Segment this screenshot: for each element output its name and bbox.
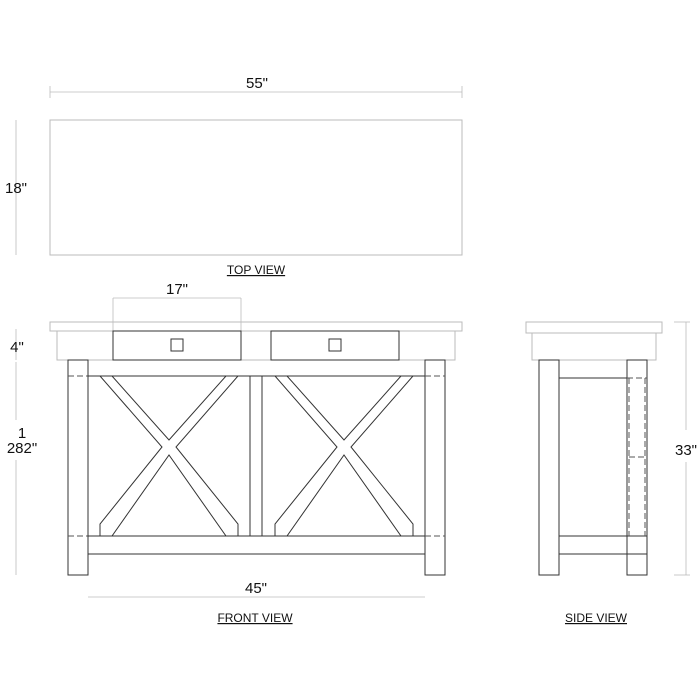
tabletop-outline — [49, 119, 463, 256]
drawer-right — [270, 330, 400, 361]
center-stile — [249, 375, 263, 537]
top-view-title: TOP VIEW — [227, 263, 286, 277]
width-label: 55" — [246, 75, 268, 92]
side-leg-back — [626, 359, 648, 576]
leg-left — [67, 359, 89, 576]
leg-height-label-line1: 1 — [18, 425, 26, 442]
drawer-left — [112, 330, 242, 361]
apron-height-label: 4" — [10, 339, 24, 356]
leg-height-label-line2: 282" — [7, 440, 37, 457]
x-brace-right — [274, 375, 415, 537]
leg-right — [424, 359, 446, 576]
depth-label: 18" — [5, 180, 27, 197]
front-view-title: FRONT VIEW — [217, 611, 293, 625]
top-view: 55" 18" TOP VIEW — [5, 75, 463, 277]
x-brace-left — [99, 375, 240, 537]
side-apron — [531, 332, 657, 361]
front-view: 17" 4" 1 282" 45" FRONT VIEW — [7, 281, 463, 625]
side-tabletop — [525, 321, 663, 334]
apron — [56, 330, 456, 361]
drawer-handle-icon — [170, 338, 184, 352]
side-leg-front — [538, 359, 560, 576]
side-view-title: SIDE VIEW — [565, 611, 628, 625]
overall-height-label: 33" — [675, 442, 697, 459]
drawer-handle-icon — [328, 338, 342, 352]
tabletop — [49, 321, 463, 332]
drawer-width-label: 17" — [166, 281, 188, 298]
side-view: 33" SIDE VIEW — [525, 321, 697, 625]
inner-width-label: 45" — [245, 580, 267, 597]
